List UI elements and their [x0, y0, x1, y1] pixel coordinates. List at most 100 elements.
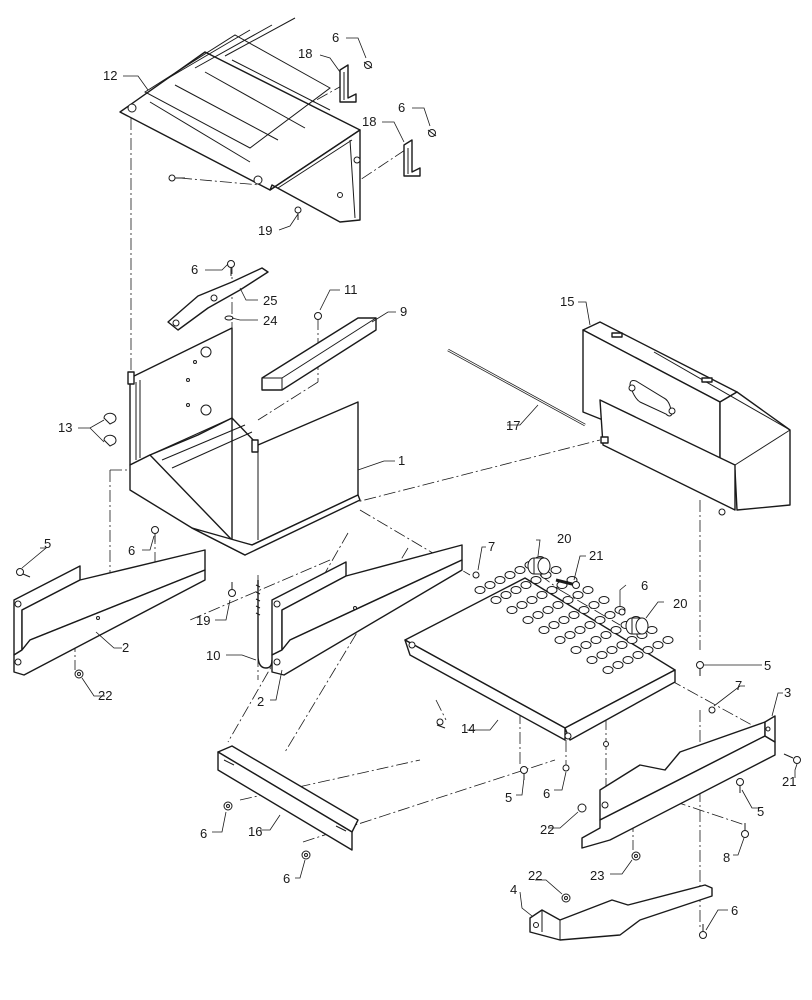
perforation-hole [662, 636, 674, 644]
part-2-left-rail [13, 549, 206, 676]
perforation-hole [606, 646, 618, 654]
callout-6: 6 [543, 786, 550, 801]
callout-11: 11 [344, 282, 358, 297]
part-17-rod [447, 348, 586, 427]
perforation-hole [588, 601, 600, 609]
perforation-hole [600, 631, 612, 639]
perforation-hole [610, 626, 622, 634]
part-18-bracket-upper [339, 64, 357, 103]
part-24-washer [224, 315, 234, 321]
perforation-hole [494, 576, 506, 584]
bolt-19-upper [294, 206, 302, 220]
perforation-hole [598, 596, 610, 604]
callout-5: 5 [44, 536, 51, 551]
perforation-hole [616, 641, 628, 649]
perforation-hole [548, 621, 560, 629]
callout-20: 20 [673, 596, 687, 611]
bolt-7-upper [472, 571, 480, 579]
perforation-hole [652, 641, 664, 649]
perforation-hole [530, 576, 542, 584]
perforation-hole [602, 666, 614, 674]
perforation-hole [572, 591, 584, 599]
bolt-6-top-right [363, 61, 373, 69]
perforation-hole [646, 626, 658, 634]
part-9-brace [261, 317, 377, 391]
perforation-hole [580, 641, 592, 649]
perforation-hole [622, 656, 634, 664]
bolt-8 [741, 823, 749, 838]
callout-20: 20 [557, 531, 571, 546]
bolt-under-plate [436, 718, 446, 729]
perforation-hole [542, 606, 554, 614]
part-18-bracket-lower [403, 139, 421, 177]
perforation-hole [504, 571, 516, 579]
part-21-bolt-upper [555, 578, 580, 589]
perforation-hole [604, 611, 616, 619]
callout-19: 19 [258, 223, 272, 238]
perforation-hole [484, 581, 496, 589]
perforation-hole [526, 596, 538, 604]
part-1-battery-tray [127, 327, 361, 556]
part-14-step-plate [404, 556, 676, 741]
bolt-6-lower [562, 764, 570, 772]
perforation-hole [532, 611, 544, 619]
perforation-hole [562, 596, 574, 604]
callout-4: 4 [510, 882, 517, 897]
perforation-hole [612, 661, 624, 669]
perforation-hole [586, 656, 598, 664]
callout-10: 10 [206, 648, 220, 663]
perforation-hole [490, 596, 502, 604]
perforation-hole [568, 611, 580, 619]
callout-7: 7 [488, 539, 495, 554]
callout-7: 7 [735, 678, 742, 693]
callout-6: 6 [641, 578, 648, 593]
callout-6: 6 [128, 543, 135, 558]
perforation-hole [574, 626, 586, 634]
bolt-6-bottom [699, 924, 707, 939]
part-20-spacer-lower [625, 617, 649, 635]
perforation-hole [536, 591, 548, 599]
perforation-hole [584, 621, 596, 629]
nut-6-plate-right [301, 850, 311, 860]
callout-24: 24 [263, 313, 277, 328]
callout-22: 22 [528, 868, 542, 883]
perforation-hole [550, 566, 562, 574]
callout-3: 3 [784, 685, 791, 700]
perforation-hole [538, 626, 550, 634]
perforation-hole [642, 646, 654, 654]
callout-18: 18 [298, 46, 312, 61]
perforation-hole [516, 601, 528, 609]
callout-labels: 12 6 18 6 18 19 6 25 24 11 9 13 1 17 15 … [44, 30, 796, 918]
callout-22: 22 [540, 822, 554, 837]
bolt-under-plate-2 [603, 741, 609, 747]
perforation-hole [570, 646, 582, 654]
perforation-hole [558, 616, 570, 624]
callout-9: 9 [400, 304, 407, 319]
bolt-19-lower [228, 582, 236, 597]
perforation-hole [520, 581, 532, 589]
part-12-top-cover [119, 17, 361, 223]
part-20-spacer-upper [527, 557, 551, 575]
perforation-hole [474, 586, 486, 594]
callout-5: 5 [757, 804, 764, 819]
callout-12: 12 [103, 68, 117, 83]
perforation-hole [552, 601, 564, 609]
bolt-21-lower [783, 753, 801, 764]
perforation-hole [632, 651, 644, 659]
leader-lines [21, 37, 798, 931]
perforation-hole [590, 636, 602, 644]
callout-2: 2 [122, 640, 129, 655]
callout-17: 17 [506, 418, 520, 433]
perforation-hole [578, 606, 590, 614]
callout-13: 13 [58, 420, 72, 435]
callout-6: 6 [731, 903, 738, 918]
callout-14: 14 [461, 721, 475, 736]
perforation-hole [522, 616, 534, 624]
nut-22-left [74, 669, 84, 679]
bolt-19-cover [168, 174, 185, 182]
perforation-hole [626, 636, 638, 644]
perforation-hole [510, 586, 522, 594]
nut-23 [631, 851, 641, 861]
perforation-hole [546, 586, 558, 594]
